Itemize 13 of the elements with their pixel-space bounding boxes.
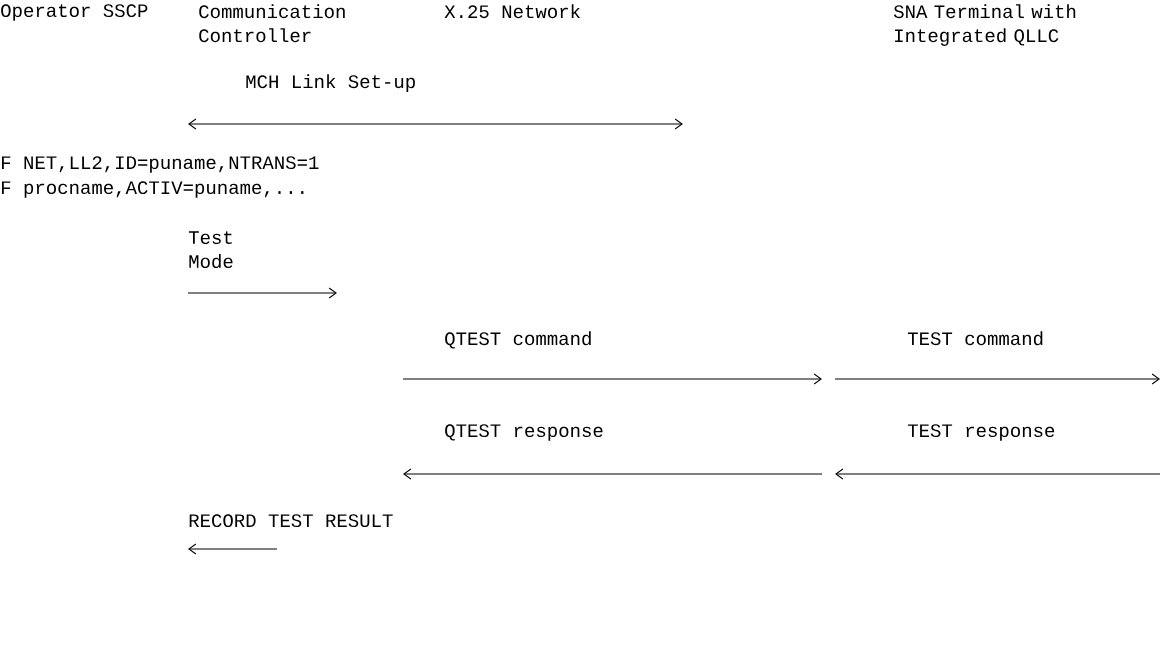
column-header: Operator SSCP	[1, 4, 148, 21]
message-label: QTEST command	[445, 331, 591, 349]
message-label: TEST response	[907, 424, 1055, 441]
column-header: SNA Terminal with Integrated QLLC	[893, 4, 1076, 46]
command-text: F NET,LL2,ID=puname,NTRANS=1	[2, 156, 319, 173]
message-label: MCH Link Set-up	[246, 74, 415, 92]
message-label: TEST command	[907, 331, 1043, 346]
message-label: Test Mode	[188, 231, 233, 269]
column-header: X.25 Network	[444, 4, 581, 19]
message-label: RECORD TEST RESULT	[189, 514, 393, 528]
message-label: QTEST response	[445, 424, 603, 441]
command-text: F procname,ACTIV=puname,...	[2, 181, 304, 198]
column-header: Communication Controller	[199, 4, 345, 43]
